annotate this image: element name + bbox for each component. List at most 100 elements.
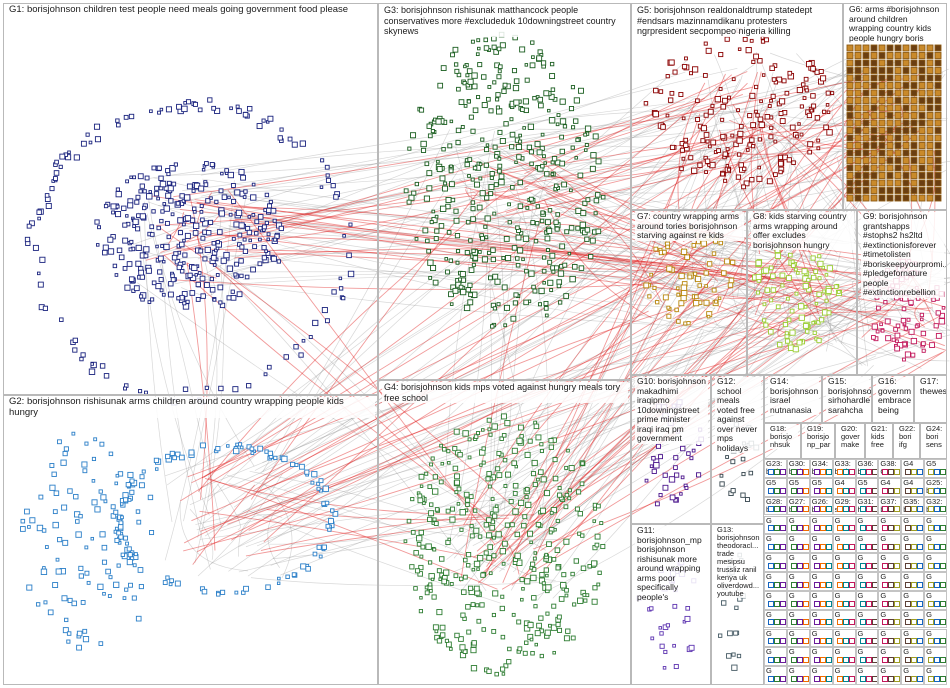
group-cell-g18: G18: borisjo nhsuk: [764, 423, 801, 459]
small-group-label: G5: [812, 479, 822, 487]
group-label-g7: G7: country wrapping arms around tories …: [635, 212, 744, 241]
small-group-node: [780, 657, 786, 663]
small-group-node: [894, 563, 900, 569]
small-group-cell: G25: bori: [924, 478, 947, 497]
small-group-node: [894, 469, 900, 475]
small-group-label: G: [835, 554, 841, 562]
small-group-node: [917, 657, 923, 663]
small-group-node: [940, 488, 946, 494]
small-group-node: [849, 657, 855, 663]
small-group-cell: G: [764, 666, 787, 685]
small-group-node: [894, 619, 900, 625]
group-cell-g15: G15: borisjohnson sirhohardle sarahcha: [822, 375, 872, 423]
small-group-cell: G: [764, 647, 787, 666]
small-group-label: G: [789, 592, 795, 600]
small-group-node: [894, 506, 900, 512]
small-group-label: G: [926, 648, 932, 656]
small-group-label: G: [789, 517, 795, 525]
group-cell-g16: G16: governm embrace being: [872, 375, 914, 423]
small-group-node: [803, 676, 809, 682]
small-group-node: [872, 676, 878, 682]
small-group-node: [872, 506, 878, 512]
small-group-node: [894, 657, 900, 663]
small-group-node: [940, 469, 946, 475]
small-group-cell: G: [810, 647, 833, 666]
small-group-cell: G: [856, 534, 879, 553]
small-group-label: G4: [903, 479, 913, 487]
small-group-label: G: [766, 630, 772, 638]
small-group-node: [940, 619, 946, 625]
small-group-cell: G: [833, 516, 856, 535]
small-group-label: G: [835, 667, 841, 675]
small-group-cell: G: [878, 647, 901, 666]
small-group-node: [940, 601, 946, 607]
small-group-node: [872, 563, 878, 569]
small-group-cell: G: [856, 572, 879, 591]
group-label-g3: G3: borisjohnson rishisunak matthancock …: [382, 5, 628, 37]
small-group-cell: G: [924, 666, 947, 685]
small-group-node: [917, 506, 923, 512]
group-cell-g24: G24: bori sens: [920, 423, 947, 459]
small-group-label: G: [789, 573, 795, 581]
small-group-cell: G4: [901, 459, 924, 478]
small-group-label: G: [789, 535, 795, 543]
small-group-node: [940, 582, 946, 588]
small-group-cell: G5: [810, 478, 833, 497]
small-group-node: [780, 506, 786, 512]
group-label-g17: G17: thewest: [918, 377, 944, 396]
small-group-cell: G30: bori: [787, 459, 810, 478]
small-group-cell: G: [833, 553, 856, 572]
small-group-label: G: [812, 573, 818, 581]
small-group-label: G: [903, 554, 909, 562]
small-group-label: G: [880, 630, 886, 638]
group-label-g19: G19: borisjo np_par: [805, 425, 832, 449]
small-group-label: G: [858, 554, 864, 562]
small-group-label: G: [880, 554, 886, 562]
small-group-cell: G: [856, 591, 879, 610]
small-group-cell: G: [924, 572, 947, 591]
small-group-label: G: [903, 573, 909, 581]
small-group-cell: G: [833, 629, 856, 648]
small-group-cell: G: [878, 591, 901, 610]
small-group-cell: G: [924, 591, 947, 610]
small-group-cell: G: [810, 516, 833, 535]
small-group-label: G: [812, 517, 818, 525]
small-group-node: [872, 582, 878, 588]
small-group-node: [803, 657, 809, 663]
group-label-g21: G21: kids free: [869, 425, 890, 449]
group-label-g15: G15: borisjohnson sirhohardle sarahcha: [826, 377, 869, 415]
small-group-label: G: [835, 535, 841, 543]
small-group-label: G: [858, 592, 864, 600]
small-group-cell: G: [901, 516, 924, 535]
small-group-node: [849, 469, 855, 475]
small-group-label: G: [858, 611, 864, 619]
small-group-node: [780, 676, 786, 682]
small-group-label: G: [766, 554, 772, 562]
small-group-cell: G: [810, 572, 833, 591]
small-group-label: G: [880, 611, 886, 619]
small-group-label: G5: [858, 479, 868, 487]
group-label-g5: G5: borisjohnson realdonaldtrump statede…: [635, 5, 840, 37]
small-group-label: G: [766, 611, 772, 619]
small-group-node: [826, 544, 832, 550]
small-group-label: G: [789, 630, 795, 638]
small-group-node: [894, 488, 900, 494]
small-group-cell: G: [878, 610, 901, 629]
group-cell-g7: G7: country wrapping arms around tories …: [631, 210, 747, 375]
small-group-node: [780, 563, 786, 569]
group-cell-g19: G19: borisjo np_par: [801, 423, 835, 459]
small-group-label: G: [926, 573, 932, 581]
small-group-cell: G31: hun: [856, 497, 879, 516]
small-group-cell: G: [878, 516, 901, 535]
small-group-node: [803, 525, 809, 531]
small-group-cell: G32: bori: [924, 497, 947, 516]
small-group-node: [940, 525, 946, 531]
small-group-node: [803, 563, 809, 569]
small-group-label: G: [858, 535, 864, 543]
small-group-node: [849, 582, 855, 588]
small-group-node: [917, 638, 923, 644]
group-cell-g4: G4: borisjohnson kids mps voted against …: [378, 380, 631, 685]
small-group-cell: G: [856, 553, 879, 572]
small-group-label: G: [812, 592, 818, 600]
small-group-node: [780, 582, 786, 588]
